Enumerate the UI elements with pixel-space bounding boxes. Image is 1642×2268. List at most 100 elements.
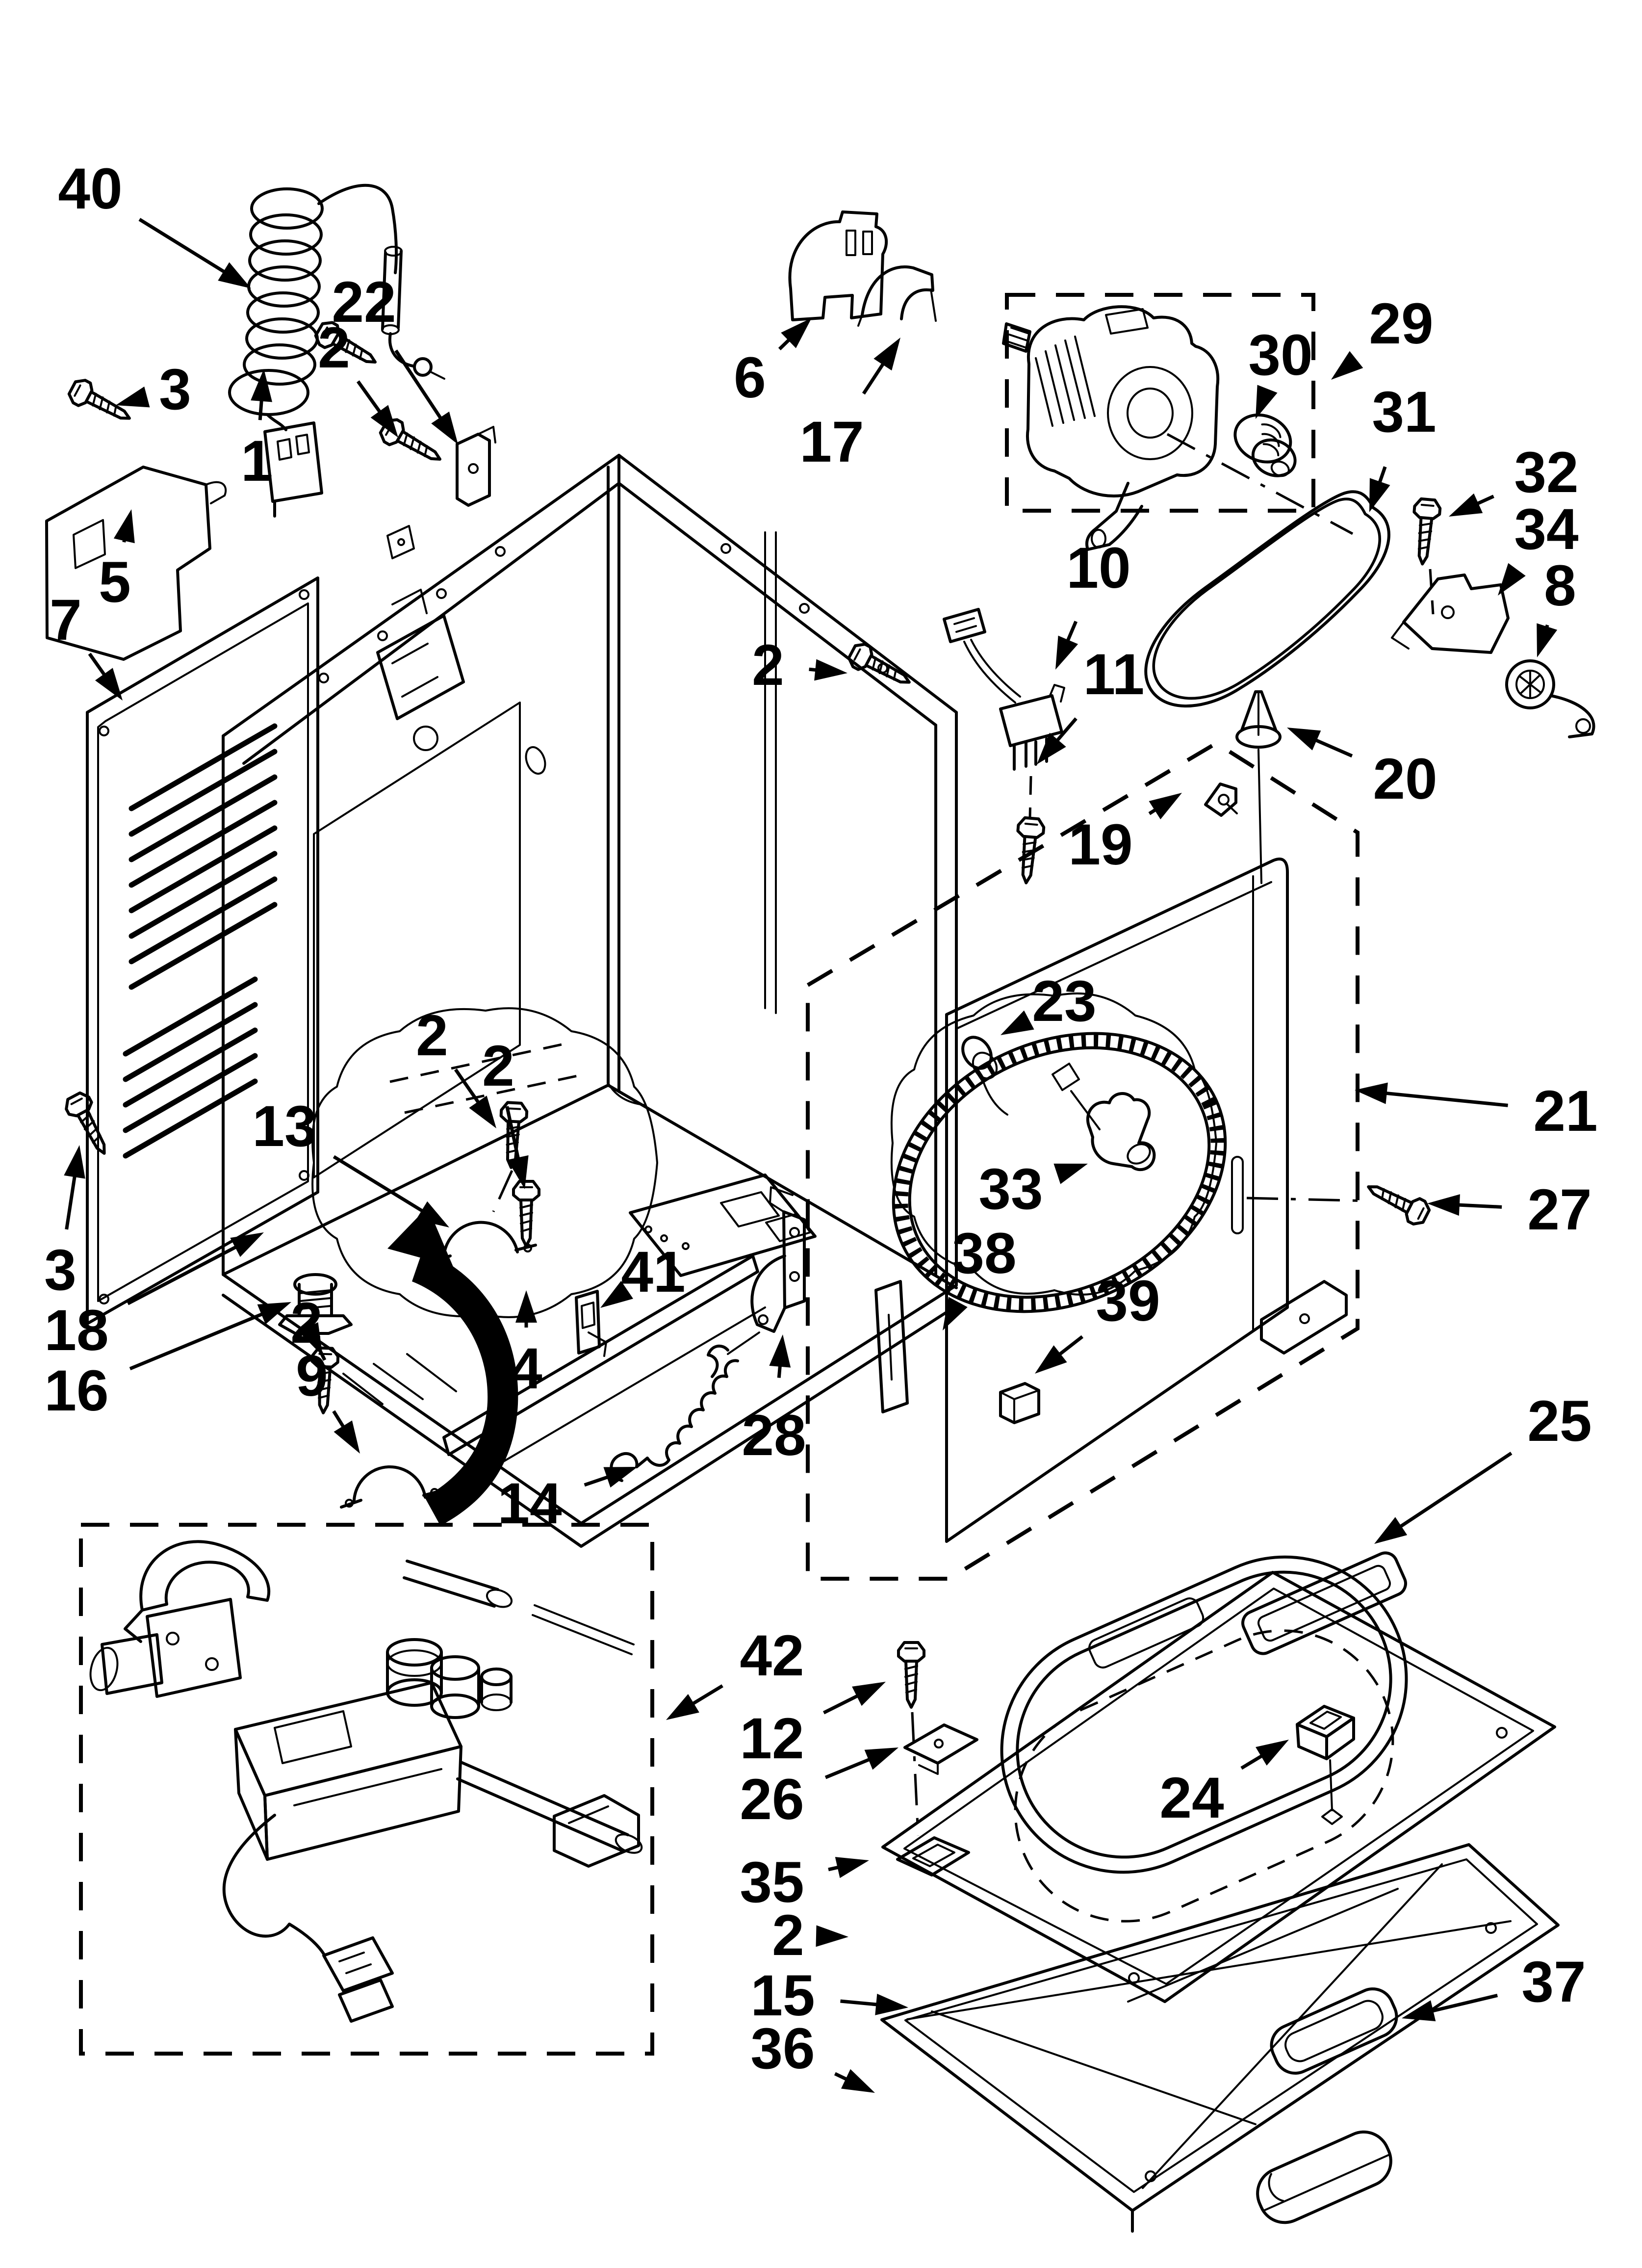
burner-box-42 xyxy=(79,1523,654,2056)
callout-14: 14 xyxy=(497,1467,638,1536)
callout-11: 11 xyxy=(1037,642,1144,764)
callout-number: 37 xyxy=(1521,1950,1586,2014)
callout-30: 30 xyxy=(1248,323,1313,419)
callout-number: 38 xyxy=(952,1221,1016,1286)
callout-arrowhead xyxy=(64,1145,85,1179)
callout-number: 34 xyxy=(1514,497,1578,562)
callout-number: 20 xyxy=(1373,747,1437,811)
callout-arrowhead xyxy=(1369,478,1390,512)
callout-number: 41 xyxy=(621,1240,685,1304)
callout-number: 18 xyxy=(44,1298,108,1363)
callout-arrowhead xyxy=(469,1095,496,1128)
callout-37: 37 xyxy=(1402,1950,1586,2022)
callout-arrowhead xyxy=(873,338,900,371)
callout-number: 21 xyxy=(1533,1079,1597,1144)
callout-number: 2 xyxy=(772,1903,804,1968)
callout-number: 27 xyxy=(1527,1177,1591,1242)
callout-number: 5 xyxy=(99,550,131,615)
grommet-23 xyxy=(961,1036,1008,1116)
callout-17: 17 xyxy=(799,338,900,474)
motor-box-29 xyxy=(1005,293,1315,513)
callout-arrowhead xyxy=(251,369,273,402)
callout-number: 4 xyxy=(510,1336,542,1401)
callout-number: 6 xyxy=(734,345,766,410)
callout-2: 2 xyxy=(752,633,847,698)
callout-25: 25 xyxy=(1374,1389,1592,1544)
callout-number: 8 xyxy=(1544,553,1576,618)
callout-arrowhead xyxy=(416,1201,449,1227)
callout-15: 15 xyxy=(750,1963,908,2028)
callout-number: 16 xyxy=(44,1358,108,1423)
callout-number: 30 xyxy=(1248,323,1312,388)
callout-number: 32 xyxy=(1514,440,1578,505)
leveling-foot-16 xyxy=(278,1273,353,1335)
lint-duct-37 xyxy=(1256,2130,1392,2224)
callout-19: 19 xyxy=(1068,793,1182,877)
callout-arrowhead xyxy=(1035,1345,1067,1374)
callout-18: 18 xyxy=(44,1232,264,1363)
callout-arrowhead xyxy=(816,1925,848,1947)
callout-number: 22 xyxy=(332,270,396,335)
burner-assembly xyxy=(89,1540,643,2023)
callout-arrowhead xyxy=(370,405,398,438)
callout-24: 24 xyxy=(1159,1740,1289,1830)
terminal-bracket-22 xyxy=(456,426,496,507)
callout-arrowhead xyxy=(1037,732,1066,764)
callout-2: 2 xyxy=(482,1034,529,1189)
cabinet-shell xyxy=(222,454,958,1548)
callout-13: 13 xyxy=(252,1094,449,1227)
callout-number: 19 xyxy=(1068,812,1132,877)
callout-8: 8 xyxy=(1537,553,1576,657)
callout-arrowhead xyxy=(1331,351,1363,380)
callout-number: 23 xyxy=(1032,969,1096,1034)
callout-arrowhead xyxy=(841,2069,875,2093)
callout-number: 26 xyxy=(740,1767,804,1832)
callout-arrowhead xyxy=(864,1747,898,1770)
front-panel xyxy=(874,858,1348,1543)
callout-number: 24 xyxy=(1159,1766,1224,1830)
switch-plate-41 xyxy=(575,1290,607,1357)
callout-42: 42 xyxy=(666,1623,804,1720)
callout-arrowhead xyxy=(1053,1163,1088,1184)
drive-belt-31 xyxy=(1144,490,1390,708)
callout-21: 21 xyxy=(1355,1079,1598,1144)
louver-vents xyxy=(123,723,278,1159)
callout-36: 36 xyxy=(750,2016,875,2093)
side-panel-7 xyxy=(86,576,319,1325)
callout-arrowhead xyxy=(299,1322,323,1356)
callout-39: 39 xyxy=(1035,1269,1160,1374)
cover-plate-5 xyxy=(45,466,227,661)
callout-arrowhead xyxy=(1449,493,1483,517)
callout-arrowhead xyxy=(1001,1010,1034,1035)
callout-arrowhead xyxy=(1256,1740,1289,1766)
callout-arrowhead xyxy=(1537,623,1558,657)
callout-7: 7 xyxy=(50,588,123,701)
callout-1: 1 xyxy=(241,369,273,494)
hinge-bracket-28 xyxy=(750,1186,806,1333)
callout-number: 2 xyxy=(290,1291,323,1356)
callout-number: 42 xyxy=(740,1623,804,1688)
callout-2: 2 xyxy=(318,315,398,438)
power-cord xyxy=(228,183,445,518)
callout-arrowhead xyxy=(769,1334,791,1368)
callout-number: 2 xyxy=(416,1003,448,1068)
callout-arrowhead xyxy=(814,659,847,681)
clip-19 xyxy=(1204,782,1238,817)
callout-33: 33 xyxy=(978,1157,1088,1222)
callout-10: 10 xyxy=(1055,536,1131,670)
callout-29: 29 xyxy=(1331,291,1434,380)
callout-arrowhead xyxy=(603,1467,638,1488)
callout-number: 35 xyxy=(740,1850,804,1915)
callout-number: 3 xyxy=(159,357,191,422)
screw-2-rail xyxy=(846,641,915,694)
callout-number: 12 xyxy=(740,1706,804,1771)
belt-guard-34 xyxy=(1391,574,1510,654)
screw-3-bottom xyxy=(63,1090,116,1159)
callout-5: 5 xyxy=(99,509,135,615)
felt-seal-38 xyxy=(894,1034,1225,1311)
detail-cloud-left xyxy=(311,1007,658,1318)
callout-number: 39 xyxy=(1096,1269,1160,1333)
callout-16: 16 xyxy=(44,1302,291,1423)
